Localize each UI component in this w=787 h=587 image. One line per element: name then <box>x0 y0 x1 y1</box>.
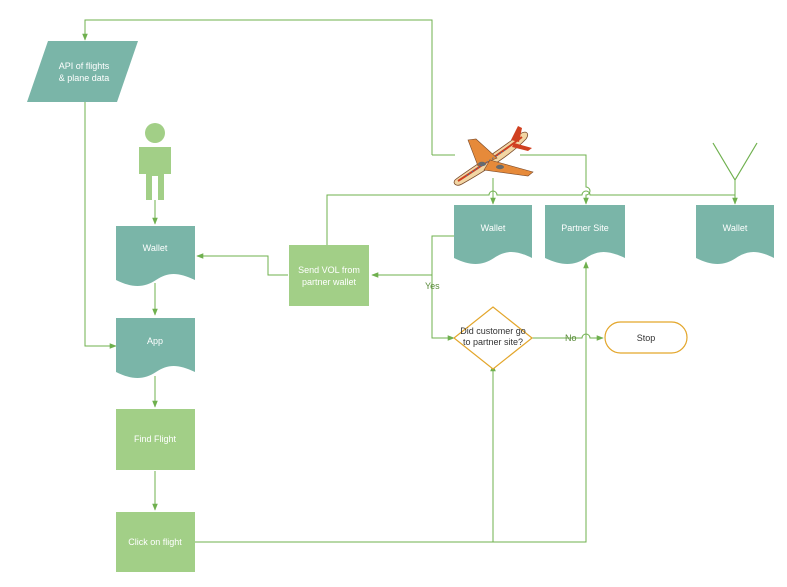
edge-click-to-partner <box>493 261 589 543</box>
edge-send-to-wallet <box>196 253 288 276</box>
stop-label: Stop <box>637 333 656 343</box>
edge-send-to-antenna <box>326 190 735 245</box>
antenna-icon <box>712 142 758 181</box>
wallet-mid-label: Wallet <box>481 223 506 233</box>
node-partner-site[interactable]: Partner Site <box>545 205 625 264</box>
edge-label-no: No <box>565 333 577 343</box>
app-label: App <box>147 336 163 346</box>
decision-label-1: Did customer go <box>460 326 526 336</box>
click-flight-shape <box>116 512 195 572</box>
connectors <box>82 19 738 543</box>
node-send-vol[interactable]: Send VOL from partner wallet <box>289 245 369 306</box>
node-stop[interactable]: Stop <box>604 321 688 354</box>
edge-click-to-decision <box>195 364 496 543</box>
send-vol-shape <box>289 245 369 306</box>
node-wallet-mid[interactable]: Wallet <box>454 205 532 264</box>
find-flight-shape <box>116 409 195 470</box>
edge-wallet-to-decision <box>431 235 455 341</box>
wallet-left-shape <box>116 226 195 286</box>
edge-plane-to-partner <box>520 154 591 205</box>
node-wallet-right[interactable]: Wallet <box>696 205 774 264</box>
node-find-flight[interactable]: Find Flight <box>116 409 195 470</box>
app-shape <box>116 318 195 378</box>
partner-site-label: Partner Site <box>561 223 609 233</box>
find-flight-label: Find Flight <box>134 434 177 444</box>
wallet-right-label: Wallet <box>723 223 748 233</box>
airplane-icon <box>453 126 534 186</box>
api-label-1: API of flights <box>59 61 110 71</box>
send-vol-label-1: Send VOL from <box>298 265 360 275</box>
node-click-flight[interactable]: Click on flight <box>116 512 195 572</box>
stop-shape <box>604 321 688 354</box>
api-label-2: & plane data <box>59 73 110 83</box>
decision-label-2: to partner site? <box>463 337 523 347</box>
edge-plane-to-api <box>82 19 433 155</box>
api-shape <box>27 41 138 102</box>
node-api[interactable]: API of flights & plane data <box>27 41 138 102</box>
node-app[interactable]: App <box>116 318 195 378</box>
send-vol-label-2: partner wallet <box>302 277 357 287</box>
edge-api-to-app <box>84 102 117 349</box>
wallet-left-label: Wallet <box>143 243 168 253</box>
partner-site-shape <box>545 205 625 264</box>
edge-label-yes: Yes <box>425 281 440 291</box>
wallet-mid-shape <box>454 205 532 264</box>
edge-no-to-stop <box>532 333 604 341</box>
decision-shape <box>453 306 533 370</box>
wallet-right-shape <box>696 205 774 264</box>
click-flight-label: Click on flight <box>128 537 182 547</box>
node-wallet-left[interactable]: Wallet <box>116 226 195 286</box>
person-icon <box>139 123 171 200</box>
node-decision[interactable]: Did customer go to partner site? <box>453 306 533 370</box>
